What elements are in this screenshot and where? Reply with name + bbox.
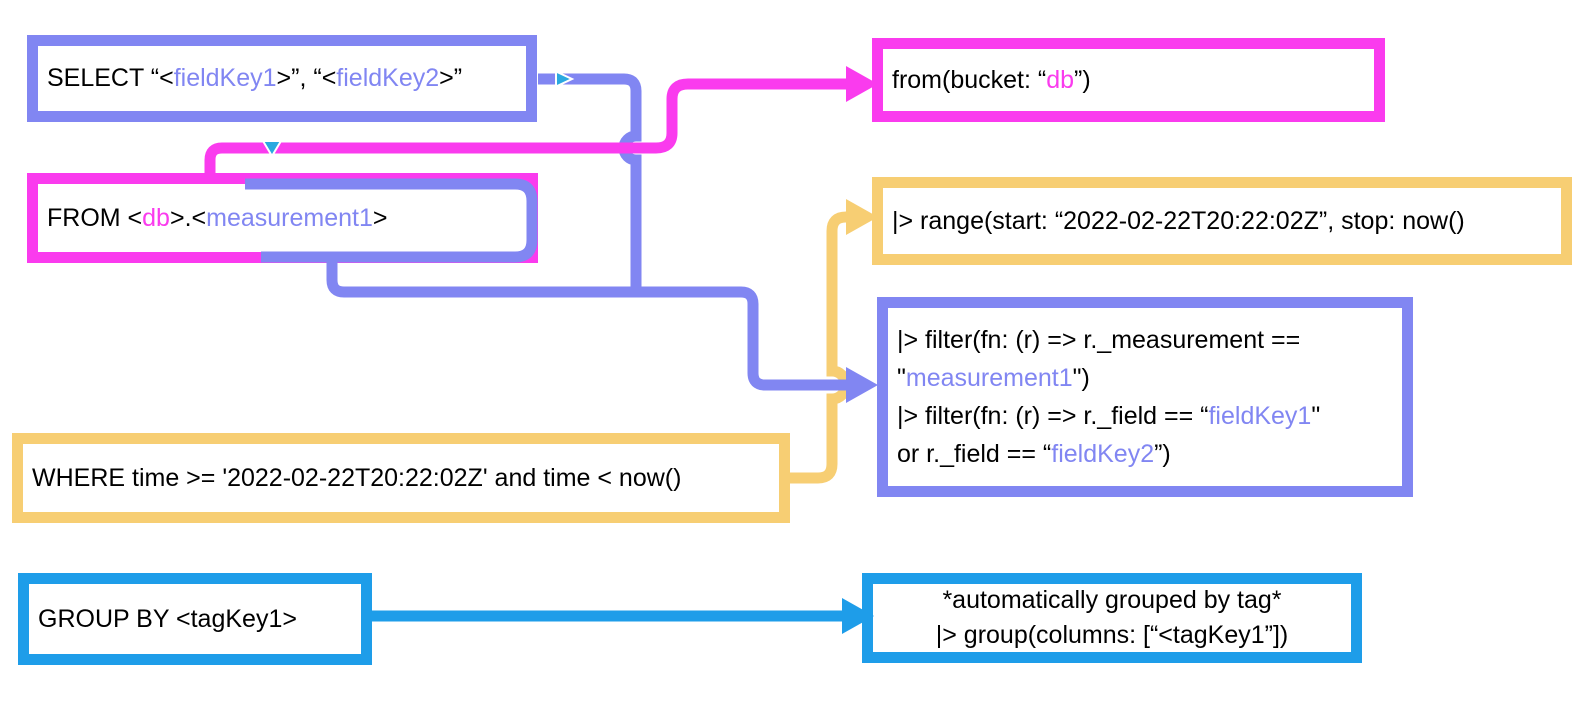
select-statement-text: SELECT “<fieldKey1>”, “<fieldKey2>” <box>47 64 463 92</box>
measurement-to-filter-connector <box>326 260 846 391</box>
from-clause-text: FROM <db>.<measurement1> <box>47 203 388 232</box>
flux-from-bucket-text: from(bucket: “db”) <box>892 65 1091 94</box>
group-by-clause-box: GROUP BY <tagKey1> <box>18 573 372 665</box>
flux-filter-line-4: or r._field == “fieldKey2”) <box>897 440 1171 468</box>
flux-filter-line-3: |> filter(fn: (r) => r._field == “fieldK… <box>897 402 1321 430</box>
where-clause-box: WHERE time >= '2022-02-22T20:22:02Z' and… <box>12 433 790 523</box>
flux-filter-line-2: "measurement1") <box>897 364 1090 392</box>
flow-direction-right-marker-icon <box>555 69 575 89</box>
select-to-filter-connector <box>538 73 642 293</box>
from-clause-box: FROM <db>.<measurement1> <box>27 173 538 263</box>
flow-direction-down-marker-icon <box>261 140 283 158</box>
flux-range-text: |> range(start: “2022-02-22T20:22:02Z”, … <box>892 206 1465 235</box>
flux-filter-line-1: |> filter(fn: (r) => r._measurement == <box>897 326 1301 354</box>
flux-group-note-text: *automatically grouped by tag* <box>942 586 1282 614</box>
purple-arrowhead-icon <box>846 367 878 403</box>
flux-group-box: *automatically grouped by tag* |> group(… <box>862 573 1362 663</box>
flux-group-call-text: |> group(columns: [“<tagKey1”]) <box>935 621 1289 649</box>
group-by-clause-text: GROUP BY <tagKey1> <box>38 604 297 633</box>
flux-range-box: |> range(start: “2022-02-22T20:22:02Z”, … <box>872 177 1572 265</box>
flux-filter-box: |> filter(fn: (r) => r._measurement == "… <box>877 297 1413 497</box>
where-to-range-connector <box>790 211 852 484</box>
flux-from-bucket-box: from(bucket: “db”) <box>872 38 1385 122</box>
where-clause-text: WHERE time >= '2022-02-22T20:22:02Z' and… <box>32 463 682 492</box>
select-statement-box: SELECT “<fieldKey1>”, “<fieldKey2>” <box>27 35 537 122</box>
